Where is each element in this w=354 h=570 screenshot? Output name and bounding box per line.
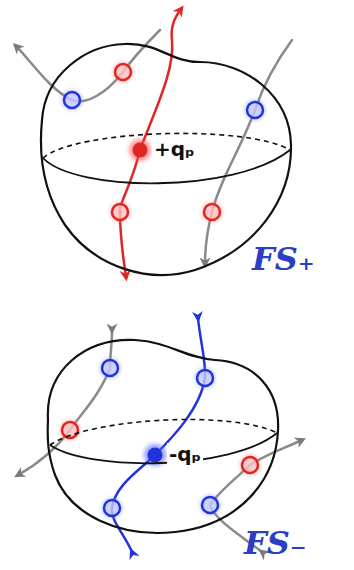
surface-outline [48,340,278,533]
red-open-circles [60,62,260,475]
red-open-circle [202,202,222,222]
charge-label: -qₚ [167,443,203,465]
gray-field-line [16,30,160,101]
fermi-surface: -qₚFS₋ [40,330,286,542]
blue-field-line [155,318,205,455]
red-open-circle [60,420,80,440]
red-open-circle [113,62,133,82]
red-open-circle [240,455,260,475]
equator-back [50,420,277,445]
fermi-surface-outline [40,330,286,542]
blue-open-circle [100,358,120,378]
blue-open-circle [62,90,82,110]
blue-open-circle [245,100,265,120]
blue-open-circle [200,495,220,515]
charge-label: +qₚ [152,138,197,160]
red-open-circle [110,202,130,222]
blue-open-circle [195,368,215,388]
red-field-line [140,9,181,150]
fermi-surface-label: FS₋ [244,526,307,561]
fermi-surface-label: FS₊ [252,242,315,277]
blue-open-circles [62,90,265,518]
blue-open-circle [102,498,122,518]
equator-front [50,433,277,463]
source-monopole-dot [129,139,151,161]
surface-outline [41,44,291,275]
gray-field-line [205,40,292,264]
fermi-surface: +qₚFS₊ [34,36,298,288]
